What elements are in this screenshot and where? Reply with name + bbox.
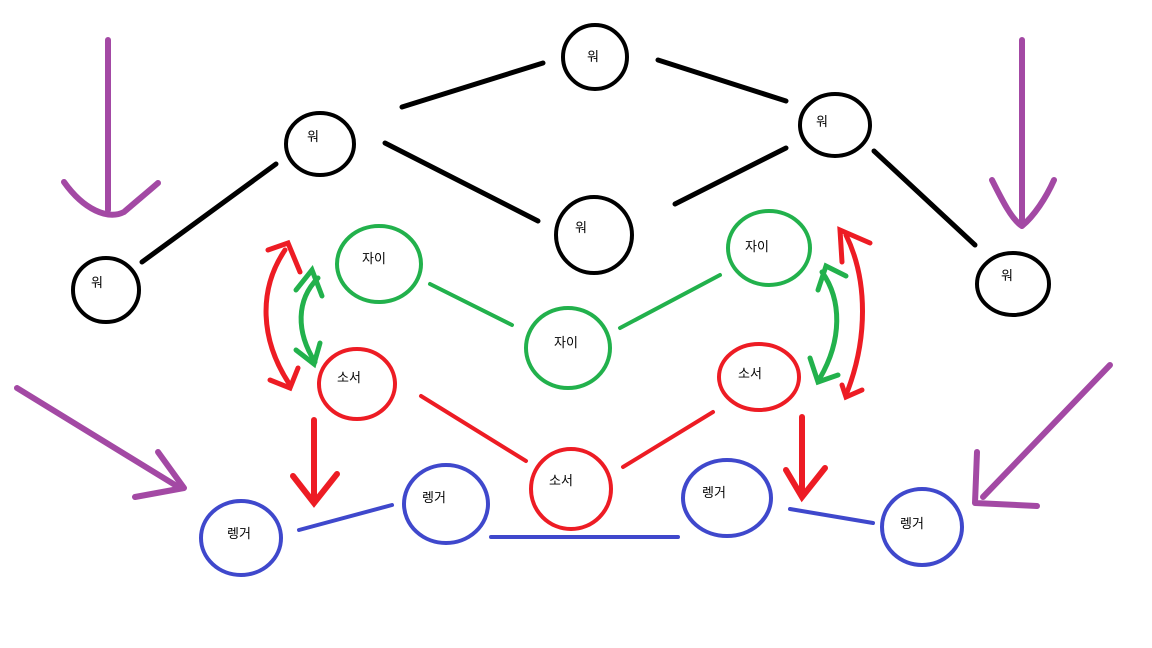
rengeo-network: [199, 458, 964, 577]
red-arrowhead-right-top: [837, 226, 873, 265]
label-rengeo-far-right: 렝거: [900, 517, 924, 532]
green-curve-arrow-right: [817, 269, 840, 381]
edge-rengeo-right-farright: [788, 507, 875, 525]
edge-wo-farleft-leftmid: [139, 161, 279, 265]
node-wo-left-mid: [284, 111, 356, 177]
purple-diag-arrow-left-head: [132, 449, 187, 500]
label-rengeo-right: 렝거: [702, 486, 726, 501]
edge-rengeo-farleft-left: [297, 503, 394, 532]
node-rengeo-left: [402, 463, 490, 545]
edge-wo-leftmid-top: [399, 60, 546, 110]
purple-down-arrow-right-head: [989, 177, 1057, 229]
label-wo-far-left: 워: [91, 276, 103, 291]
node-sosuh-left: [317, 347, 397, 421]
label-sosuh-left: 소서: [337, 371, 361, 386]
wo-network: [71, 23, 1051, 324]
label-wo-far-right: 워: [1001, 269, 1013, 284]
label-jai-left: 자이: [362, 252, 386, 267]
green-arrowhead-right-bottom: [807, 355, 841, 386]
purple-down-arrow-left-head: [61, 179, 161, 218]
node-rengeo-far-right: [880, 487, 964, 567]
sosuh-network: [263, 226, 873, 531]
node-labels: 워 워 워 워 워 워 자이 자이 자이 소서 소서 소서 렝거 렝거 렝거 렝…: [91, 50, 1013, 542]
edge-sosuh-center-right: [621, 410, 715, 469]
edge-wo-rightmid-farright: [871, 148, 978, 248]
green-arrowhead-left-bottom: [293, 340, 323, 369]
node-jai-right: [726, 209, 812, 287]
node-wo-far-right: [975, 251, 1051, 317]
red-down-arrow-right-head: [783, 465, 828, 503]
label-wo-left-mid: 워: [307, 130, 319, 145]
edge-sosuh-left-center: [419, 394, 528, 463]
node-jai-center: [524, 306, 612, 390]
edge-wo-leftmid-center: [382, 140, 541, 224]
node-wo-right-mid: [798, 92, 872, 158]
label-sosuh-center: 소서: [549, 474, 573, 489]
node-sosuh-center: [529, 447, 613, 531]
node-rengeo-right: [681, 458, 773, 538]
red-arrowhead-left-bottom: [267, 365, 301, 392]
node-jai-left: [335, 224, 423, 304]
red-arrowhead-right-bottom: [839, 382, 865, 401]
edge-wo-top-rightmid: [655, 57, 789, 104]
node-wo-far-left: [71, 256, 141, 324]
purple-arrows: [14, 37, 1113, 509]
label-jai-right: 자이: [745, 240, 769, 255]
node-wo-center: [554, 195, 634, 275]
label-wo-right-mid: 워: [816, 115, 828, 130]
red-curve-arrow-left: [263, 247, 293, 388]
red-curve-arrow-right: [843, 232, 865, 398]
label-rengeo-left: 렝거: [422, 491, 446, 506]
green-curve-arrow-left: [298, 275, 321, 365]
label-wo-top: 워: [587, 50, 599, 65]
edge-jai-left-center: [428, 282, 514, 327]
edge-jai-center-right: [618, 273, 722, 330]
label-wo-center: 워: [575, 221, 587, 236]
purple-diag-arrow-left-shaft: [14, 385, 183, 491]
node-rengeo-far-left: [199, 499, 283, 577]
node-sosuh-right: [717, 342, 801, 412]
green-arrowhead-left-top: [293, 265, 325, 299]
purple-diag-arrow-right-shaft: [980, 362, 1113, 500]
node-wo-top: [561, 23, 629, 91]
red-arrowhead-left-top: [265, 239, 303, 275]
edge-wo-center-rightmid: [672, 145, 789, 207]
jai-network: [293, 209, 849, 390]
purple-diag-arrow-right-head: [972, 449, 1040, 509]
green-arrowhead-right-top: [815, 262, 849, 293]
label-rengeo-far-left: 렝거: [227, 527, 251, 542]
label-sosuh-right: 소서: [738, 367, 762, 382]
label-jai-center: 자이: [554, 336, 578, 351]
red-down-arrow-left-head: [290, 471, 340, 508]
